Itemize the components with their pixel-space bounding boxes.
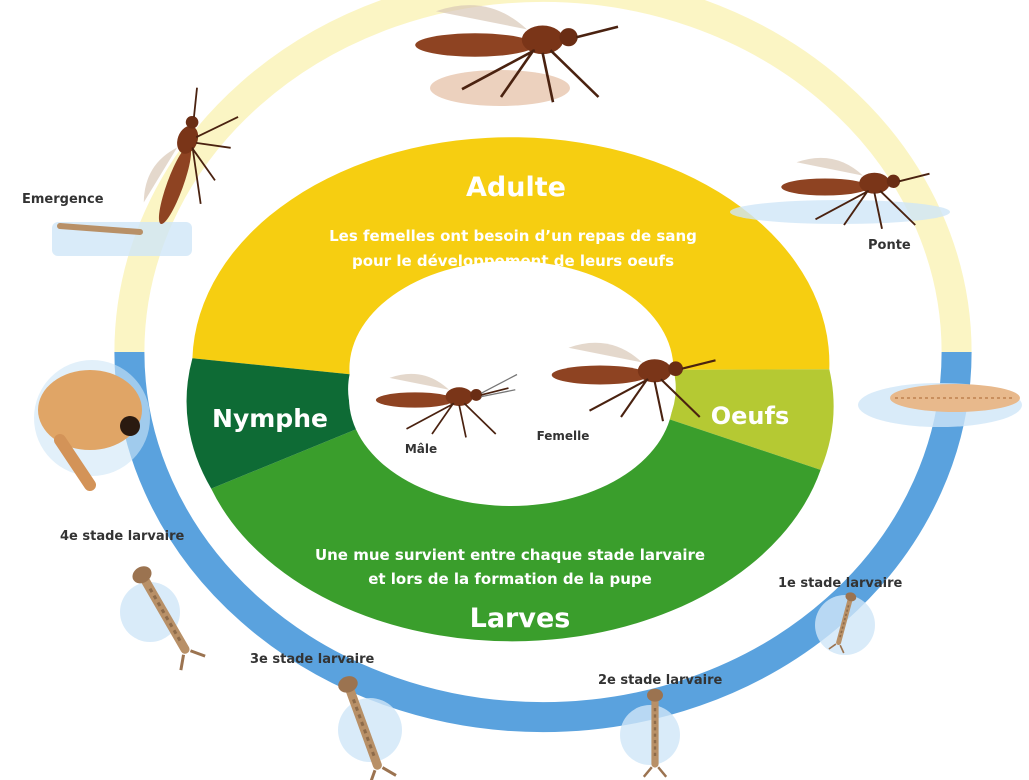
emergence-label: Emergence bbox=[22, 192, 104, 207]
oeufs-title: Oeufs bbox=[711, 402, 790, 430]
pupa-icon bbox=[34, 360, 150, 485]
stade3-label: 3e stade larvaire bbox=[250, 652, 375, 667]
adulte-text-line2: pour le développement de leurs oeufs bbox=[352, 252, 674, 270]
larves-text-line2: et lors de la formation de la pupe bbox=[368, 570, 652, 588]
adult-mosquito-top-icon bbox=[415, 5, 618, 106]
stade2-label: 2e stade larvaire bbox=[598, 673, 723, 688]
larves-text-line1: Une mue survient entre chaque stade larv… bbox=[315, 546, 705, 564]
ponte-label: Ponte bbox=[868, 238, 911, 253]
adulte-title: Adulte bbox=[466, 172, 566, 203]
female-label: Femelle bbox=[537, 429, 590, 443]
nymphe-title: Nymphe bbox=[212, 404, 328, 433]
male-label: Mâle bbox=[405, 442, 437, 456]
adulte-text-line1: Les femelles ont besoin d’un repas de sa… bbox=[329, 227, 697, 245]
larves-title: Larves bbox=[470, 603, 571, 634]
stade1-label: 1e stade larvaire bbox=[778, 576, 903, 591]
stade4-label: 4e stade larvaire bbox=[60, 529, 185, 544]
larva-4-icon bbox=[120, 561, 205, 670]
egg-raft-icon bbox=[858, 383, 1022, 427]
